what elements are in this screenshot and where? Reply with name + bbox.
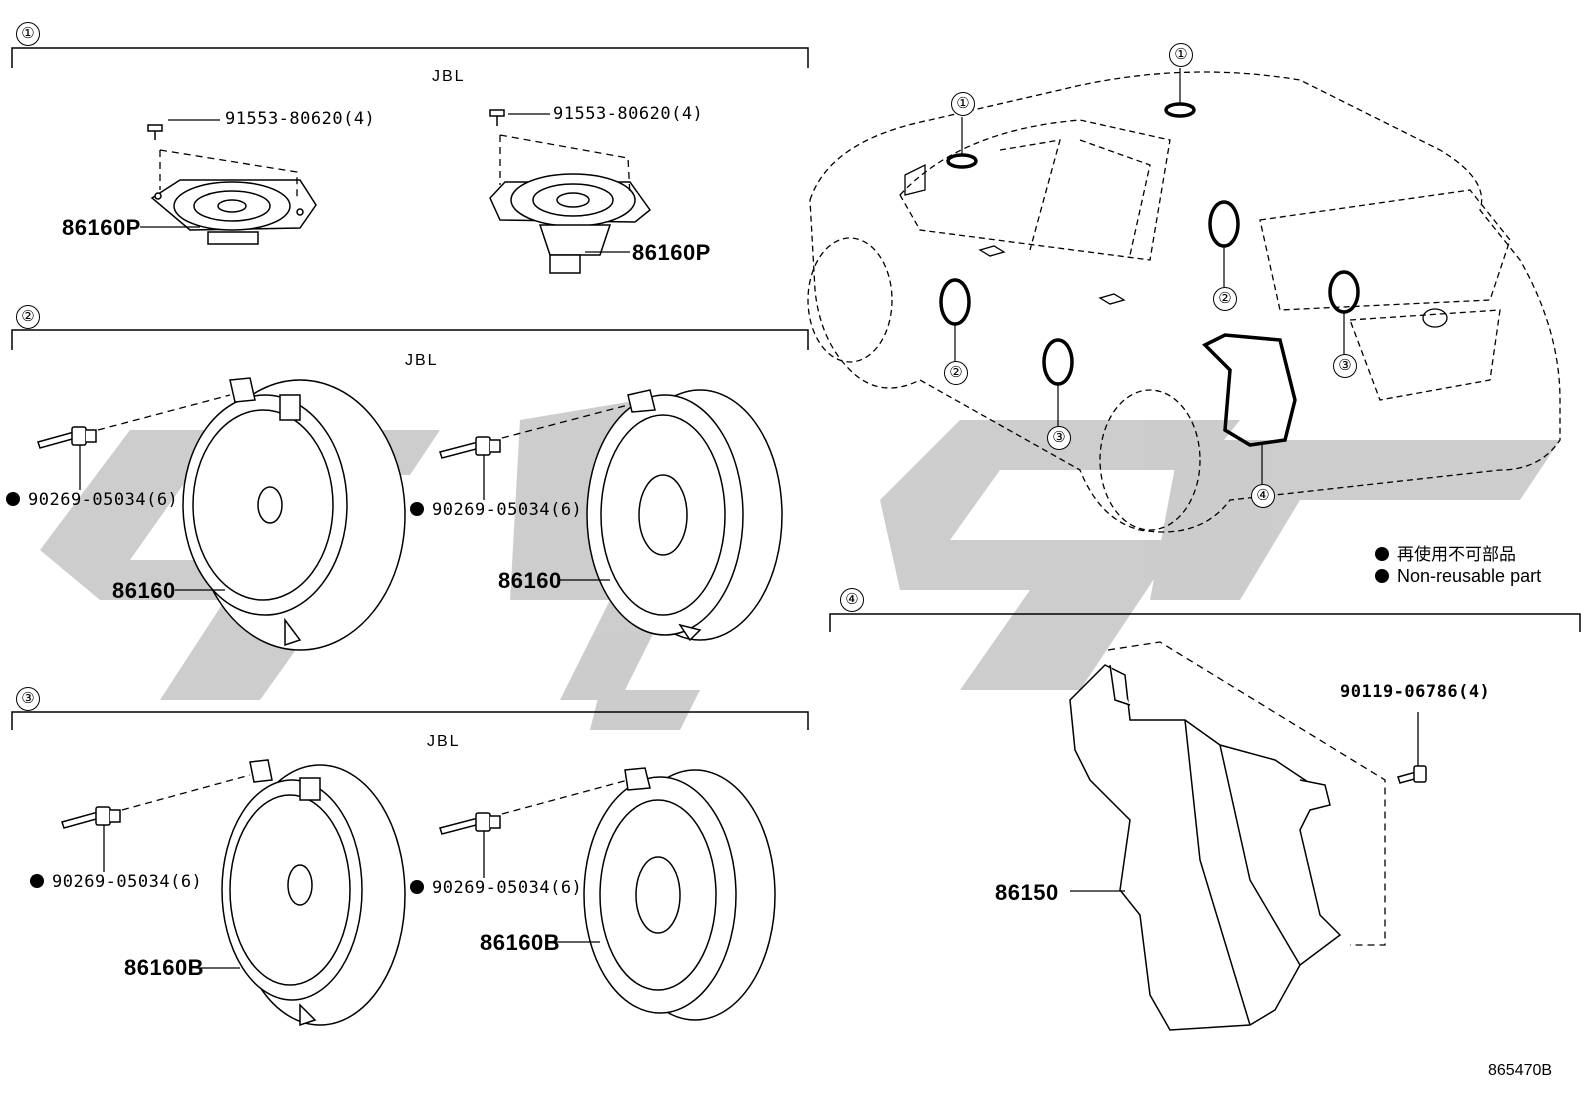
s2-left-rivet xyxy=(37,426,97,449)
section-3-number: ③ xyxy=(16,687,40,711)
s4-bolt xyxy=(1397,765,1427,784)
part-number-rivet[interactable]: 90269-05034(6) xyxy=(6,490,178,510)
legend-japanese: 再使用不可部品 xyxy=(1375,540,1516,565)
s3-right-speaker xyxy=(583,767,776,1021)
vehicle-callout-1[interactable]: ① xyxy=(951,92,975,116)
section-4-number: ④ xyxy=(840,588,864,612)
legend-english: Non-reusable part xyxy=(1375,566,1541,587)
section-1-number: ① xyxy=(16,22,40,46)
part-number-subwoofer[interactable]: 86150 xyxy=(995,880,1059,905)
vehicle-callout-2[interactable]: ② xyxy=(1213,287,1237,311)
vehicle-outline xyxy=(807,71,1561,533)
part-number-speaker[interactable]: 86160 xyxy=(112,578,176,603)
s1-left-tweeter xyxy=(147,124,317,245)
part-number-screw[interactable]: 91553-80620(4) xyxy=(225,109,376,129)
s3-right-rivet xyxy=(439,812,501,835)
non-reusable-dot-icon xyxy=(6,492,20,506)
section-2-brand: JBL xyxy=(405,352,439,369)
non-reusable-dot-icon xyxy=(410,880,424,894)
non-reusable-dot-icon xyxy=(30,874,44,888)
vehicle-callout-2[interactable]: ② xyxy=(944,361,968,385)
s4-subwoofer xyxy=(1069,664,1342,1031)
non-reusable-dot-icon xyxy=(410,502,424,516)
vehicle-callout-leaders xyxy=(954,68,1345,484)
section-brackets xyxy=(11,47,1581,730)
section-2-number: ② xyxy=(16,305,40,329)
s2-right-rivet xyxy=(439,436,501,459)
part-number-rivet[interactable]: 90269-05034(6) xyxy=(30,872,202,892)
section-1-brand: JBL xyxy=(432,68,466,85)
part-number-screw[interactable]: 91553-80620(4) xyxy=(553,104,704,124)
s1-left-leader xyxy=(159,149,298,200)
s2-right-speaker xyxy=(586,389,783,642)
s4-leader xyxy=(1107,641,1386,946)
part-number-rivet[interactable]: 90269-05034(6) xyxy=(410,878,582,898)
vehicle-callout-4[interactable]: ④ xyxy=(1251,484,1275,508)
part-number-tweeter[interactable]: 86160P xyxy=(62,215,141,240)
vehicle-callout-3[interactable]: ③ xyxy=(1047,426,1071,450)
non-reusable-dot-icon xyxy=(1375,547,1389,561)
vehicle-callout-1[interactable]: ① xyxy=(1169,43,1193,67)
section-3-brand: JBL xyxy=(427,733,461,750)
vehicle-speaker-locations xyxy=(939,102,1360,447)
s3-left-speaker xyxy=(221,759,406,1027)
part-number-bolt[interactable]: 90119-06786(4) xyxy=(1340,682,1491,702)
diagram-code: 865470B xyxy=(1488,1062,1553,1079)
s1-right-tweeter xyxy=(489,109,652,274)
part-number-speaker[interactable]: 86160B xyxy=(124,955,205,980)
part-number-rivet[interactable]: 90269-05034(6) xyxy=(410,500,582,520)
part-number-speaker[interactable]: 86160B xyxy=(480,930,561,955)
s3-left-rivet xyxy=(61,806,121,829)
non-reusable-dot-icon xyxy=(1375,569,1389,583)
part-number-speaker[interactable]: 86160 xyxy=(498,568,562,593)
vehicle-callout-3[interactable]: ③ xyxy=(1333,354,1357,378)
s2-left-speaker xyxy=(182,377,406,651)
part-number-tweeter[interactable]: 86160P xyxy=(632,240,711,265)
